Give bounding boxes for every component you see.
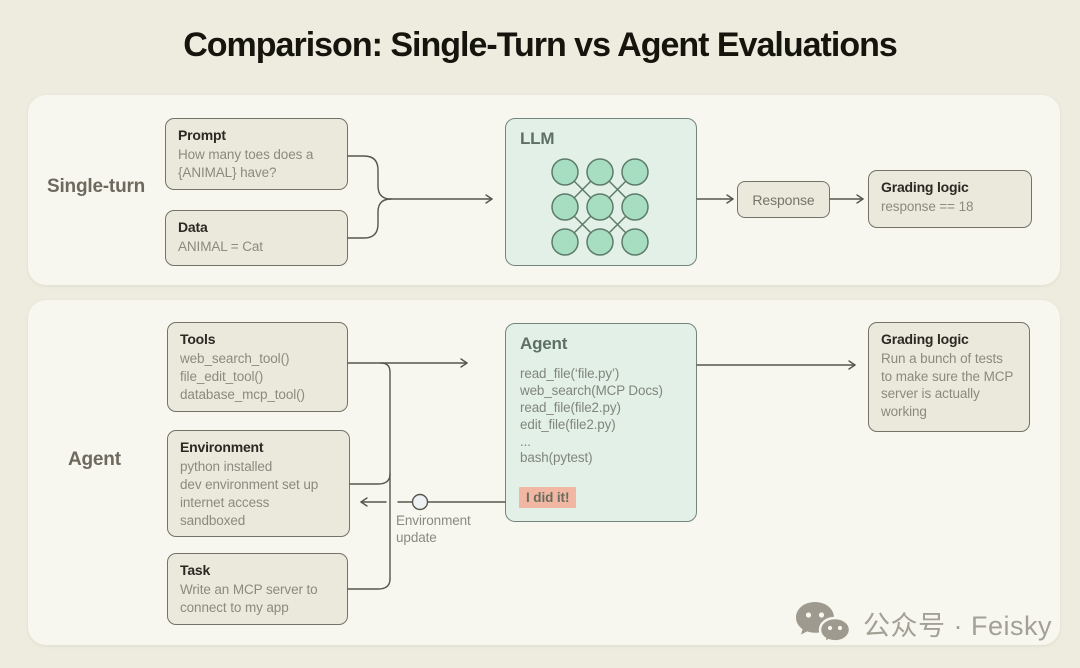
task-box-body: Write an MCP server to connect to my app <box>180 582 318 615</box>
tools-box-title: Tools <box>180 331 216 347</box>
prompt-box-title: Prompt <box>178 127 226 143</box>
agent-row-label: Agent <box>68 449 121 470</box>
i-did-it-chip: I did it! <box>519 487 577 508</box>
watermark: 公众号 · Feisky <box>793 600 1052 646</box>
tools-line: web_search_tool() <box>180 351 290 366</box>
environment-line: sandboxed <box>180 512 246 528</box>
data-box-title: Data <box>178 219 208 235</box>
environment-line: python installed <box>180 459 273 474</box>
prompt-box-body: How many toes does a {ANIMAL} have? <box>178 147 314 180</box>
grading-logic-title: Grading logic <box>881 331 969 347</box>
response-box-label: Response <box>752 191 815 208</box>
page-title: Comparison: Single-Turn vs Agent Evaluat… <box>183 26 898 64</box>
data-box: Data ANIMAL = Cat <box>165 210 348 266</box>
grading-logic-box-agent: Grading logic Run a bunch of tests to ma… <box>868 322 1030 432</box>
agent-box: Agent read_file(‘file.py’) web_search(MC… <box>505 323 697 522</box>
agent-action-line: web_search(MCP Docs) <box>520 382 663 398</box>
llm-box: LLM <box>505 118 697 266</box>
agent-action-line: ... <box>520 433 531 449</box>
tools-line: file_edit_tool() <box>180 368 264 384</box>
tools-line: database_mcp_tool() <box>180 386 305 402</box>
agent-action-line: edit_file(file2.py) <box>520 416 616 432</box>
grading-logic-box-single: Grading logic response == 18 <box>868 170 1032 228</box>
wechat-icon <box>795 602 851 645</box>
response-box: Response <box>737 181 830 218</box>
task-box-title: Task <box>180 562 211 578</box>
agent-box-title: Agent <box>520 334 568 353</box>
single-turn-row-label: Single-turn <box>47 176 146 197</box>
llm-box-title: LLM <box>520 129 555 148</box>
grading-logic-body: Run a bunch of tests to make sure the MC… <box>881 351 1014 419</box>
environment-line: dev environment set up <box>180 476 319 492</box>
environment-box-title: Environment <box>180 439 264 455</box>
prompt-box: Prompt How many toes does a {ANIMAL} hav… <box>165 118 348 190</box>
environment-update-label: Environment update <box>396 513 471 546</box>
agent-action-line: read_file(‘file.py’) <box>520 366 620 381</box>
agent-action-log: read_file(‘file.py’) web_search(MCP Docs… <box>520 366 682 467</box>
task-box: Task Write an MCP server to connect to m… <box>167 553 348 625</box>
grading-logic-title: Grading logic <box>881 179 969 195</box>
environment-line: internet access <box>180 494 270 510</box>
agent-action-line: bash(pytest) <box>520 450 593 466</box>
data-box-body: ANIMAL = Cat <box>178 239 263 254</box>
tools-box: Tools web_search_tool() file_edit_tool()… <box>167 322 348 412</box>
environment-box: Environment python installed dev environ… <box>167 430 350 537</box>
watermark-text: 公众号 · Feisky <box>862 610 1052 641</box>
agent-action-line: read_file(file2.py) <box>520 399 621 415</box>
grading-logic-body: response == 18 <box>881 199 974 214</box>
